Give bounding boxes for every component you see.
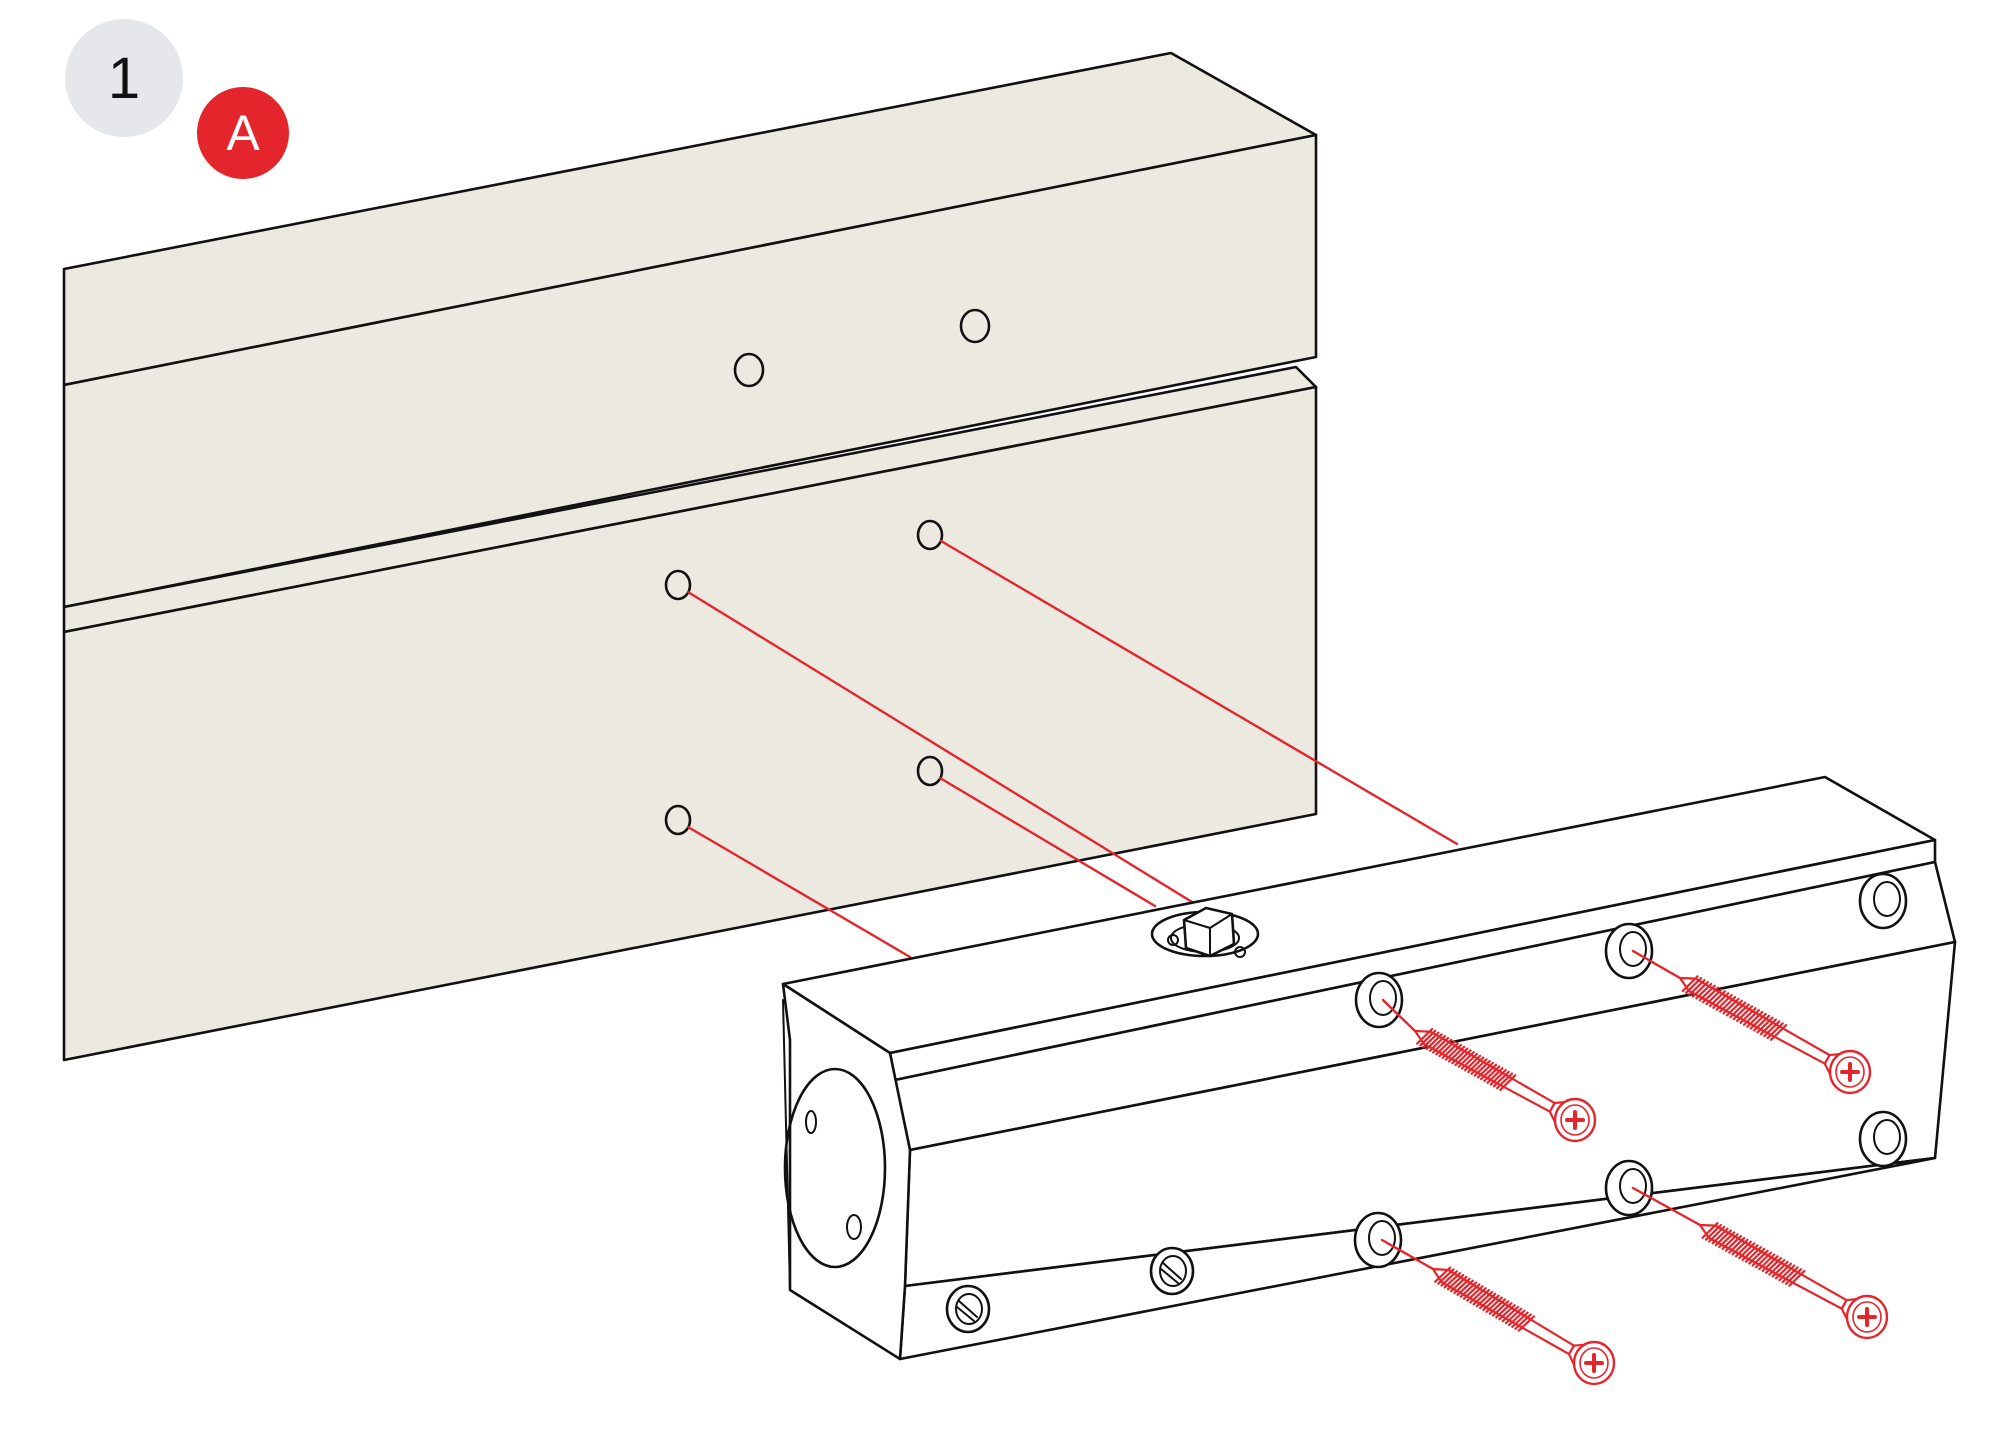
adjustment-screw-2 xyxy=(945,1284,991,1334)
screw-threads xyxy=(1416,1027,1517,1092)
pilot-hole-d xyxy=(664,804,692,836)
pinion-screw-right xyxy=(1234,946,1246,958)
screw-3 xyxy=(1380,1238,1616,1386)
end-cap-plate xyxy=(783,1067,887,1269)
door-frame xyxy=(62,51,1318,1062)
screw-guide-line xyxy=(1631,1186,1702,1227)
screws xyxy=(1380,949,1889,1386)
phillips-cross-icon xyxy=(1840,1062,1860,1082)
pilot-hole-upper-left xyxy=(733,352,765,388)
screw-guide-line xyxy=(1380,1238,1435,1271)
part-letter: A xyxy=(226,105,260,161)
screw-guide-line xyxy=(1631,949,1682,980)
door-closer-body xyxy=(781,775,1957,1361)
mounting-hole-1 xyxy=(1354,971,1404,1029)
screw-threads xyxy=(1681,975,1788,1041)
guide-line-c xyxy=(938,776,1157,908)
door-panel-front xyxy=(62,385,1318,1062)
mounting-hole-2 xyxy=(1604,922,1654,980)
hex-edge-1 xyxy=(1183,919,1211,929)
screw-1 xyxy=(1381,998,1597,1143)
pilot-hole-a xyxy=(664,569,692,601)
screw-head-rim xyxy=(1835,1056,1865,1088)
screw-threads xyxy=(1433,1266,1536,1332)
screw-head-rim xyxy=(1560,1104,1590,1136)
screw-2 xyxy=(1631,949,1872,1095)
guide-line-d xyxy=(686,825,912,959)
pilot-hole-c xyxy=(916,755,944,787)
mounting-hole-4 xyxy=(1353,1211,1403,1269)
screw-4 xyxy=(1631,1186,1889,1340)
header-beam-front xyxy=(62,133,1318,609)
end-cap-screw-bottom xyxy=(846,1214,862,1240)
screw-guide-line xyxy=(1381,998,1417,1033)
step-number: 1 xyxy=(107,45,141,111)
pilot-hole-upper-right xyxy=(959,308,991,344)
guide-line-a xyxy=(686,590,1194,904)
part-letter-badge: A xyxy=(197,87,289,179)
guide-line-b xyxy=(939,539,1459,846)
step-number-badge: 1 xyxy=(65,19,183,137)
screw-head-rim xyxy=(1579,1347,1609,1379)
screw-head-rim xyxy=(1852,1301,1882,1333)
pinion-screw-left xyxy=(1167,934,1179,946)
adjustment-screw-1 xyxy=(1149,1246,1195,1296)
mounting-hole-5 xyxy=(1604,1159,1654,1217)
mounting-hole-3 xyxy=(1858,872,1908,930)
hex-edge-2 xyxy=(1209,913,1233,929)
phillips-cross-icon xyxy=(1584,1353,1604,1373)
phillips-cross-icon xyxy=(1857,1307,1877,1327)
alignment-guides xyxy=(686,539,1459,959)
pilot-hole-b xyxy=(916,519,944,551)
end-cap-screw-top xyxy=(805,1110,817,1134)
mounting-hole-6 xyxy=(1858,1110,1908,1168)
phillips-cross-icon xyxy=(1565,1110,1585,1130)
screw-threads xyxy=(1701,1222,1806,1287)
